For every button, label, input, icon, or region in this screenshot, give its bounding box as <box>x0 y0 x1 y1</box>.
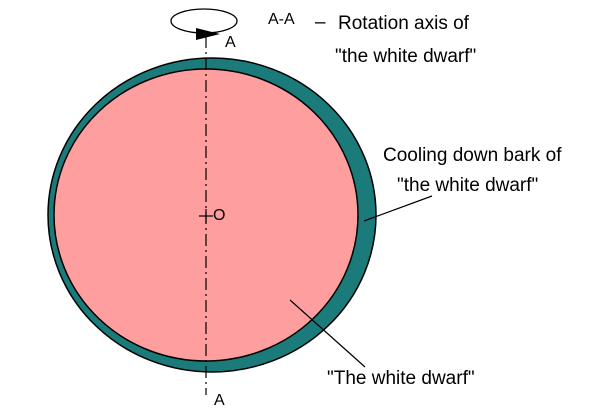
white-dwarf-label: "The white dwarf" <box>327 368 475 389</box>
axis-legend-code: A-A <box>268 11 295 28</box>
axis-top-label: A <box>225 34 236 51</box>
axis-legend-line1: Rotation axis of <box>338 13 469 34</box>
center-point-marker <box>199 209 213 223</box>
bark-label-line2: "the white dwarf" <box>397 175 539 196</box>
axis-bottom-label: A <box>214 392 225 409</box>
dwarf-leader-line <box>289 299 366 368</box>
bark-leader-line <box>363 195 433 222</box>
axis-legend-line2: "the white dwarf" <box>335 46 477 67</box>
center-label: O <box>213 207 226 224</box>
rotation-arrow-icon <box>170 8 238 40</box>
axis-legend-dash: – <box>315 12 326 33</box>
bark-label-line1: Cooling down bark of <box>383 145 562 166</box>
